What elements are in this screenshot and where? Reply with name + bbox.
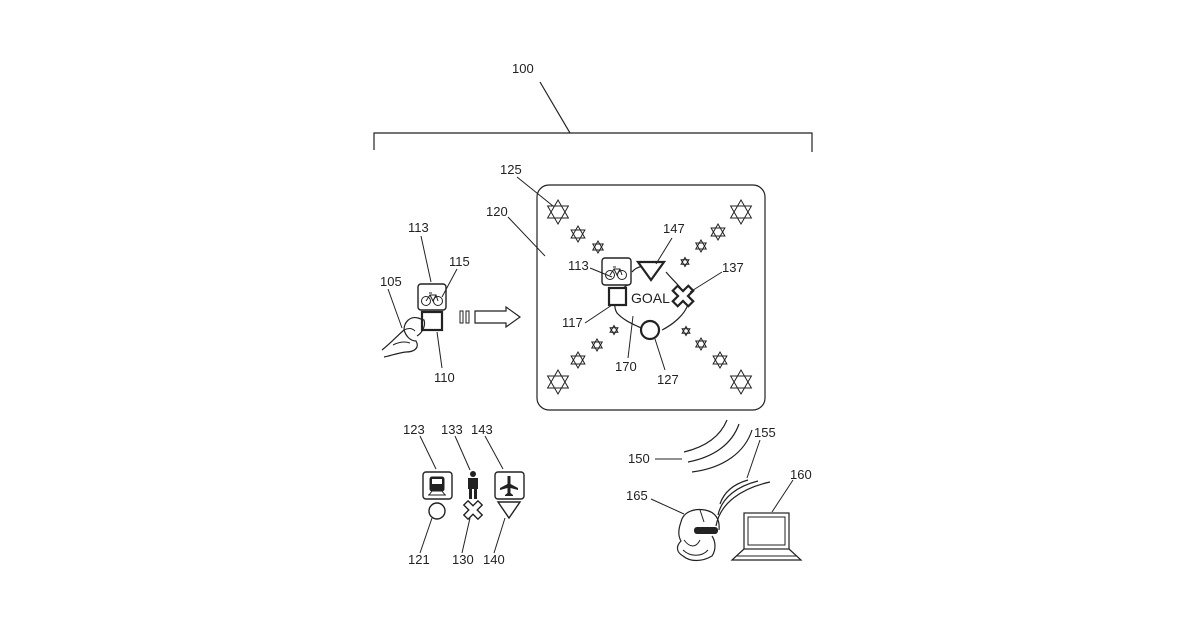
leader-130: [462, 518, 470, 553]
label-125: 125: [500, 162, 522, 177]
label-160: 160: [790, 467, 812, 482]
bicycle-card-board: [602, 258, 631, 285]
leader-127: [655, 339, 665, 370]
person-icon: [468, 471, 478, 499]
bicycle-card-held: [418, 284, 446, 310]
leader-133: [455, 436, 470, 470]
star-icon: [548, 370, 569, 394]
leader-115: [442, 269, 457, 297]
leader-165: [651, 499, 684, 514]
label-130: 130: [452, 552, 474, 567]
leader-147: [656, 238, 672, 264]
leader-137: [690, 272, 722, 292]
leader-113a: [421, 236, 431, 282]
label-143: 143: [471, 422, 493, 437]
star-icon: [682, 327, 690, 336]
reader-device: [422, 312, 442, 330]
label-147: 147: [663, 221, 685, 236]
star-icon: [696, 240, 706, 252]
label-155: 155: [754, 425, 776, 440]
circle-marker: [641, 321, 659, 339]
star-icon: [696, 338, 706, 350]
leader-160: [772, 480, 793, 512]
transfer-arrow: [460, 307, 520, 327]
leader-117: [585, 305, 612, 323]
label-100: 100: [512, 61, 534, 76]
hand-with-card: [382, 284, 446, 357]
label-120: 120: [486, 204, 508, 219]
wireless-signal-155: [716, 480, 770, 526]
label-123: 123: [403, 422, 425, 437]
label-117: 117: [562, 315, 583, 330]
star-icon: [571, 226, 585, 242]
leader-123: [420, 436, 436, 469]
triangle-marker-legend: [498, 502, 520, 518]
star-icon: [610, 326, 618, 335]
x-marker-legend: [459, 496, 487, 524]
leader-110: [437, 332, 442, 368]
label-127: 127: [657, 372, 679, 387]
leader-143: [485, 436, 503, 469]
x-marker: [667, 280, 698, 311]
star-icon: [731, 370, 752, 394]
triangle-marker: [638, 262, 664, 280]
label-137: 137: [722, 260, 744, 275]
user-head-with-glasses: [677, 510, 719, 561]
star-icon: [593, 241, 603, 253]
star-icon: [681, 258, 689, 267]
system-bracket: [374, 82, 812, 152]
circle-marker-legend: [429, 503, 445, 519]
leader-140: [494, 518, 505, 553]
square-marker: [609, 288, 626, 305]
leader-120: [508, 217, 545, 256]
star-icon: [711, 224, 725, 240]
leader-125: [517, 177, 553, 206]
laptop-icon: [732, 513, 801, 560]
goal-label: GOAL: [631, 290, 670, 306]
leader-121: [420, 518, 432, 553]
label-113b: 113: [568, 258, 589, 273]
label-110: 110: [434, 370, 455, 385]
leader-105: [388, 289, 402, 328]
label-133: 133: [441, 422, 463, 437]
label-150: 150: [628, 451, 650, 466]
star-icon: [713, 352, 727, 368]
legend-cards: [423, 471, 524, 524]
leader-155: [747, 440, 760, 478]
label-105: 105: [380, 274, 402, 289]
star-icon: [571, 352, 585, 368]
label-165: 165: [626, 488, 648, 503]
star-icon: [592, 339, 602, 351]
label-140: 140: [483, 552, 505, 567]
label-170: 170: [615, 359, 637, 374]
star-icon: [731, 200, 752, 224]
label-113a: 113: [408, 220, 429, 235]
label-115: 115: [449, 254, 470, 269]
wireless-signal-150: [684, 420, 752, 472]
label-121: 121: [408, 552, 430, 567]
